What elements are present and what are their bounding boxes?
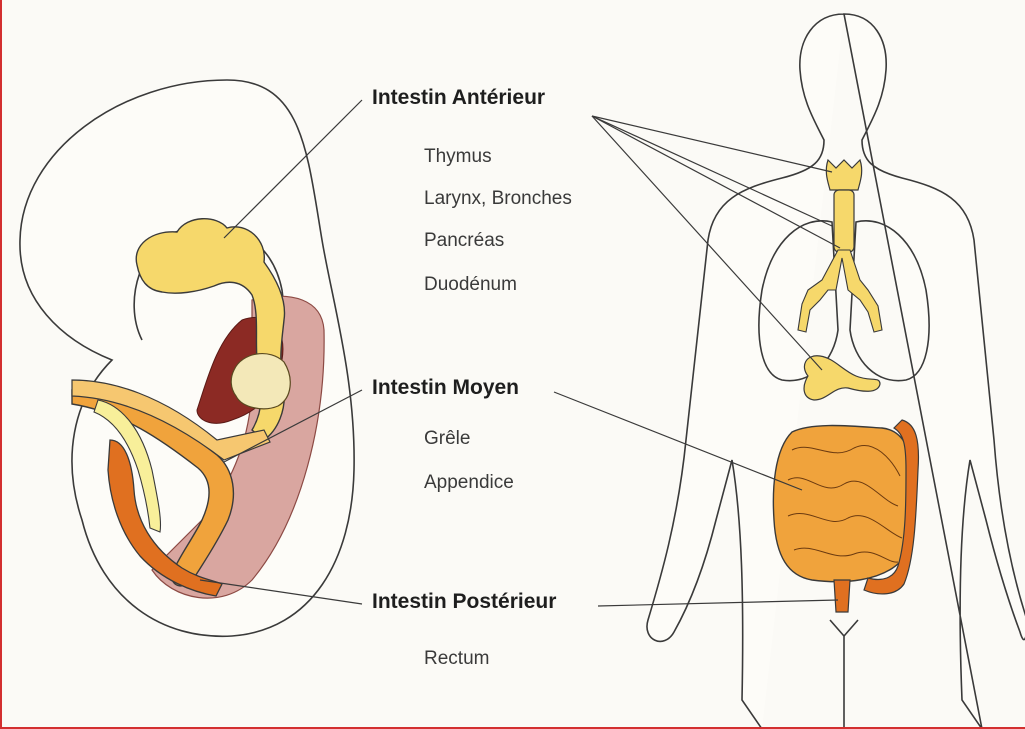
anterior-item-thymus: Thymus — [424, 146, 492, 168]
leader-posterior-rectum — [598, 600, 838, 606]
pancreas-bud — [231, 354, 290, 409]
anterior-item-duodenum: Duodénum — [424, 274, 517, 296]
anterior-title: Intestin Antérieur — [372, 86, 545, 110]
leader-anterior-thymus — [592, 116, 832, 172]
posterior-item-rectum: Rectum — [424, 648, 489, 670]
middle-title: Intestin Moyen — [372, 376, 519, 400]
anterior-item-larynx: Larynx, Bronches — [424, 188, 572, 210]
middle-item-appendice: Appendice — [424, 472, 514, 494]
rectum-organ — [834, 580, 850, 612]
thymus-organ — [826, 160, 861, 190]
anterior-item-pancreas: Pancréas — [424, 230, 504, 252]
leader-anterior-larynx — [592, 116, 832, 226]
middle-item-grele: Grêle — [424, 428, 470, 450]
crotch-outline — [830, 620, 858, 729]
posterior-title: Intestin Postérieur — [372, 590, 556, 614]
trachea — [834, 190, 854, 252]
